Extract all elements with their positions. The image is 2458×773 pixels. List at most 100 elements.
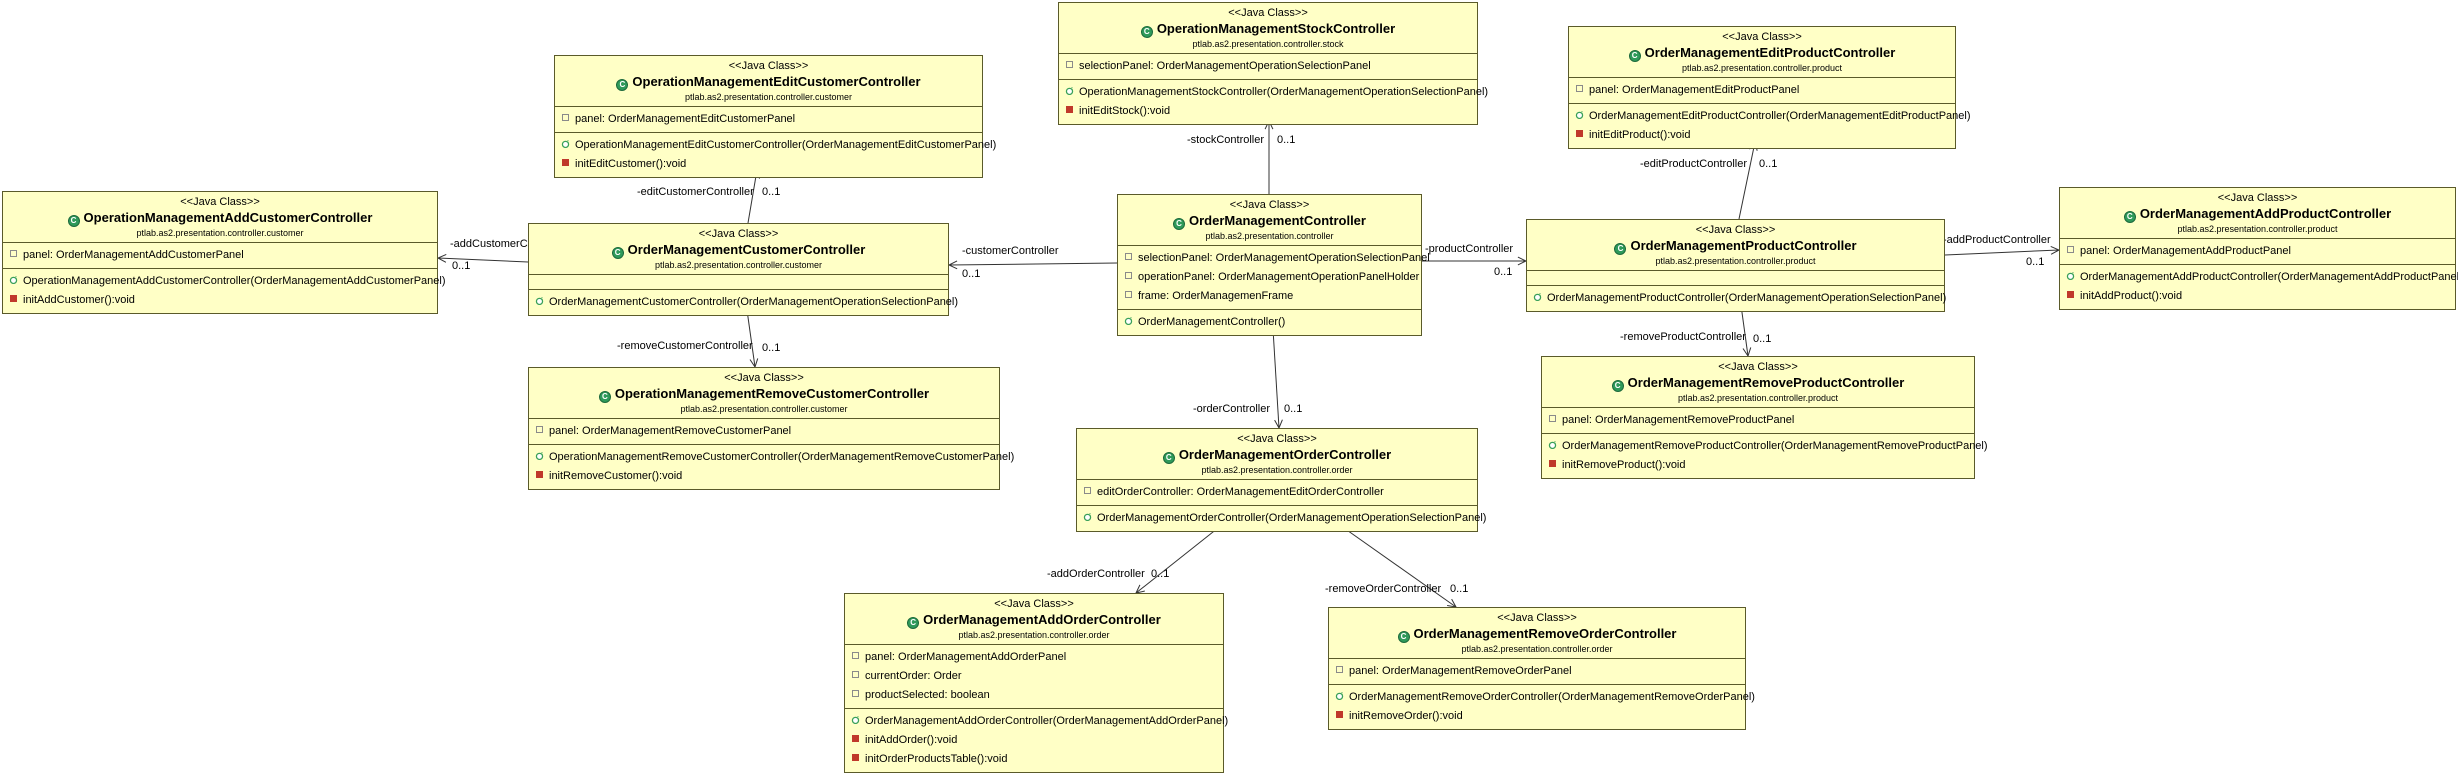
field-text: productSelected: boolean (865, 689, 990, 701)
field-row: productSelected: boolean (851, 686, 1217, 705)
field-row: frame: OrderManagemenFrame (1124, 287, 1415, 306)
private-field-icon (9, 246, 23, 265)
constructor-icon: c (535, 293, 549, 312)
field-text: editOrderController: OrderManagementEdit… (1097, 486, 1384, 498)
field-text: panel: OrderManagementAddCustomerPanel (23, 249, 244, 261)
field-text: panel: OrderManagementAddProductPanel (2080, 245, 2291, 257)
method-text: initAddProduct():void (2080, 290, 2183, 302)
field-text: panel: OrderManagementEditCustomerPanel (575, 113, 796, 125)
method-row: initAddProduct():void (2066, 287, 2449, 306)
class-name-text: OperationManagementStockController (1156, 21, 1396, 36)
class-package: ptlab.as2.presentation.controller.produc… (1655, 256, 1816, 266)
class-icon: C (616, 79, 629, 91)
stereotype: <<Java Class>> (724, 372, 804, 384)
svg-text:c: c (541, 451, 544, 456)
fields-section: panel: OrderManagementEditProductPanel (1569, 78, 1955, 103)
method-text: initRemoveCustomer():void (549, 470, 683, 482)
multiplicity-label-addProductController: 0..1 (2026, 256, 2045, 268)
field-row: panel: OrderManagementAddOrderPanel (851, 648, 1217, 667)
method-row: initEditProduct():void (1575, 126, 1949, 145)
constructor-text: OrderManagementRemoveProductController(O… (1562, 440, 1988, 452)
field-row: panel: OrderManagementAddProductPanel (2066, 242, 2449, 261)
class-name-text: OrderManagementRemoveProductController (1627, 375, 1905, 390)
field-text: panel: OrderManagementRemoveProductPanel (1562, 414, 1795, 426)
operations-section: c OperationManagementRemoveCustomerContro… (529, 444, 1014, 489)
field-text: panel: OrderManagementAddOrderPanel (865, 651, 1067, 663)
class-package: ptlab.as2.presentation.controller (1205, 231, 1334, 241)
svg-text:c: c (15, 275, 18, 280)
field-text: frame: OrderManagemenFrame (1138, 290, 1294, 302)
fields-section: panel: OrderManagementRemoveProductPanel (1542, 408, 1974, 433)
field-text: panel: OrderManagementRemoveOrderPanel (1349, 665, 1572, 677)
role-label-editProductController: -editProductController (1640, 158, 1747, 170)
class-icon: C (1397, 631, 1410, 643)
private-field-icon (535, 422, 549, 441)
class-name-text: OperationManagementAddCustomerController (83, 210, 373, 225)
constructor-text: OrderManagementOrderController(OrderMana… (1097, 512, 1487, 524)
class-icon: C (1173, 218, 1185, 230)
multiplicity-label-customerController: 0..1 (962, 268, 981, 280)
constructor-icon: c (535, 448, 549, 467)
private-field-icon (1124, 287, 1138, 306)
class-name-text: OrderManagementController (1189, 213, 1366, 228)
field-row: panel: OrderManagementRemoveCustomerPane… (535, 422, 993, 441)
field-row: panel: OrderManagementRemoveOrderPanel (1335, 662, 1739, 681)
method-text: initOrderProductsTable():void (865, 753, 1008, 765)
multiplicity-label-editProductController: 0..1 (1759, 158, 1778, 170)
class-name-text: OrderManagementOrderController (1178, 447, 1392, 462)
field-text: panel: OrderManagementEditProductPanel (1589, 84, 1800, 96)
fields-section: panel: OrderManagementAddCustomerPanel (3, 243, 437, 268)
class-icon: C (1614, 243, 1627, 255)
constructor-icon: c (1065, 83, 1079, 102)
stereotype: <<Java Class>> (1722, 31, 1802, 43)
field-text: panel: OrderManagementRemoveCustomerPane… (549, 425, 792, 437)
method-row: initOrderProductsTable():void (851, 750, 1217, 769)
constructor-icon: c (1533, 289, 1547, 308)
role-label-removeProductController: -removeProductController (1620, 331, 1746, 343)
role-label-stockController: -stockController (1187, 134, 1265, 146)
class-package: ptlab.as2.presentation.controller.custom… (684, 92, 853, 102)
arrowhead-removeCustomerController (749, 358, 759, 369)
field-row: operationPanel: OrderManagementOperation… (1124, 268, 1419, 287)
class-name-text: OperationManagementRemoveCustomerControl… (614, 386, 930, 401)
field-row: panel: OrderManagementRemoveProductPanel (1548, 411, 1968, 430)
arrowhead-addProductController (2050, 245, 2061, 255)
method-row: initAddCustomer():void (9, 291, 431, 310)
stereotype: <<Java Class>> (1695, 224, 1776, 236)
association-line-orderController (1272, 328, 1280, 429)
method-text: initAddOrder():void (865, 734, 958, 746)
fields-section: panel: OrderManagementRemoveOrderPanel (1329, 659, 1745, 684)
svg-text:c: c (567, 139, 570, 144)
method-row: initAddOrder():void (851, 731, 1217, 750)
class-package: ptlab.as2.presentation.controller.order (1201, 465, 1353, 475)
constructor-text: OperationManagementRemoveCustomerControl… (549, 451, 1015, 463)
